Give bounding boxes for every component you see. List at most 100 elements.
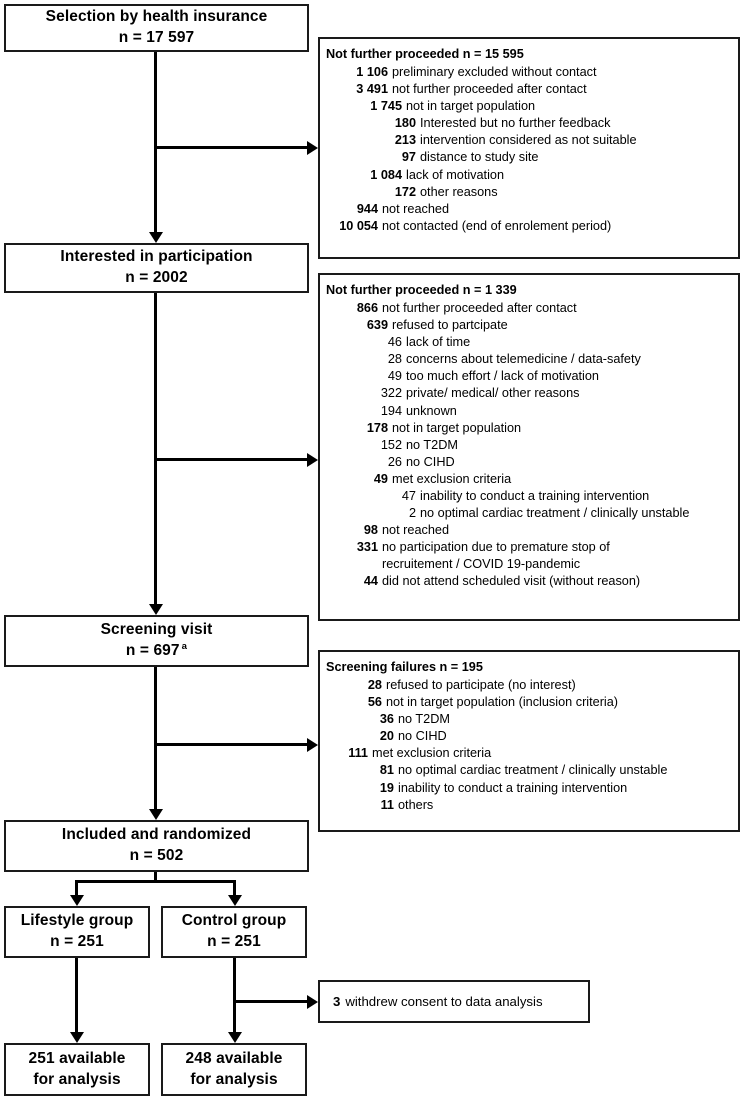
connector-to-lifestyle-group [75,880,78,896]
connector-to-withdrawal-note [233,1000,309,1003]
excl3-item-count: 56 [367,695,382,710]
excl3-item-count: 28 [367,678,382,693]
box-included-and-randomized: Included and randomized n = 502 [4,820,309,872]
box-control-analysis-line1: 248 available [185,1049,283,1067]
excl1-item-label: not in target population [406,99,536,114]
excl2-item-label: not reached [382,523,450,538]
excl1-item-label: not further proceeded after contact [392,82,587,97]
arrowhead-to-lifestyle-analysis [69,1032,84,1043]
excl3-item-label: no T2DM [398,712,450,727]
excl2-item-count: 866 [356,301,378,316]
connector-screening-to-randomized [154,667,157,809]
excl1-item-label: not reached [382,201,450,216]
excl2-item-count: 26 [387,454,402,469]
excl2-item-label: recruitement / COVID 19-pandemic [382,557,581,572]
excl3-item-label: inability to conduct a training interven… [398,780,628,795]
excl2-item-label: met exclusion criteria [392,471,512,486]
box-interested-title: Interested in participation [60,248,253,266]
excl1-item-count: 213 [394,133,416,148]
connector-to-exclusion-1 [154,146,309,149]
excl2-item-label: no CIHD [406,454,455,469]
excl2-header: Not further proceeded n = 1 339 [326,283,517,297]
excl1-item-count: 944 [356,201,378,216]
excl1-item-row: 944 not reached [326,201,730,218]
connector-control-to-analysis [233,958,236,1032]
excl3-item-label: refused to participate (no interest) [386,678,576,693]
excl3-item-label: met exclusion criteria [372,746,492,761]
box-control-count: n = 251 [207,933,261,950]
excl3-item-count: 81 [379,763,394,778]
excl2-item-label: concerns about telemedicine / data-safet… [406,352,641,367]
excl2-item-count: 2 [408,506,416,521]
excl2-item-label: refused to partcipate [392,318,508,333]
box-selection-by-health-insurance: Selection by health insurance n = 17 597 [4,4,309,52]
excl2-item-row: 178 not in target population [326,420,730,437]
excl2-item-label: inability to conduct a training interven… [420,488,650,503]
box-lifestyle-available-for-analysis: 251 available for analysis [4,1043,150,1096]
excl1-item-label: lack of motivation [406,167,505,182]
excl2-item-label: not in target population [392,420,522,435]
excl2-item-row: 26 no CIHD [326,454,730,471]
connector-to-exclusion-3 [154,743,309,746]
excl2-item-count: 322 [380,386,402,401]
excl3-item-row: 81 no optimal cardiac treatment / clinica… [326,762,730,779]
excl2-item-label: did not attend scheduled visit (without … [382,574,641,589]
excl2-item-count: 49 [387,369,402,384]
excl2-item-count: 639 [366,318,388,333]
excl1-item-row: 3 491 not further proceeded after contact [326,81,730,98]
box-randomized-count: n = 502 [129,847,184,864]
connector-randomized-split-bar [76,880,236,883]
box-lifestyle-title: Lifestyle group [20,912,134,930]
excl1-item-label: distance to study site [420,150,539,165]
excl2-item-count: 152 [380,437,402,452]
excl2-item-count: 178 [366,420,388,435]
excl2-item-row: recruitement / COVID 19-pandemic [326,556,730,573]
box-control-title: Control group [181,912,287,930]
excl3-header: Screening failures n = 195 [326,660,483,674]
arrowhead-to-randomized [148,809,163,820]
arrowhead-to-control-group [227,895,242,906]
connector-to-exclusion-2 [154,458,309,461]
box-control-available-for-analysis: 248 available for analysis [161,1043,307,1096]
connector-interested-to-screening [154,293,157,604]
box-lifestyle-group: Lifestyle group n = 251 [4,906,150,958]
arrowhead-to-interested [148,232,163,243]
excl1-item-count: 10 054 [339,218,378,233]
arrowhead-to-exclusion-3 [307,737,318,752]
box-lifestyle-analysis-line1: 251 available [28,1049,126,1067]
withdrawal-count: 3 [333,994,341,1009]
excl1-item-count: 3 491 [356,82,388,97]
excl2-item-count: 331 [356,540,378,555]
excl3-item-label: no optimal cardiac treatment / clinicall… [398,763,668,778]
box-selection-title: Selection by health insurance [45,8,268,26]
excl3-item-label: no CIHD [398,729,447,744]
excl2-item-count: 46 [387,335,402,350]
box-lifestyle-count: n = 251 [50,933,104,950]
excl2-item-row: 639 refused to partcipate [326,317,730,334]
excl1-item-count: 172 [394,184,416,199]
arrowhead-to-withdrawal-note [307,994,318,1009]
excl3-item-count: 20 [379,729,394,744]
excl2-item-count: 194 [380,403,402,418]
excl3-item-row: 28 refused to participate (no interest) [326,677,730,694]
excl1-item-count: 1 745 [370,99,402,114]
excl1-item-row: 1 084 lack of motivation [326,167,730,184]
excl3-item-count: 19 [379,780,394,795]
excl1-item-count: 1 084 [370,167,402,182]
